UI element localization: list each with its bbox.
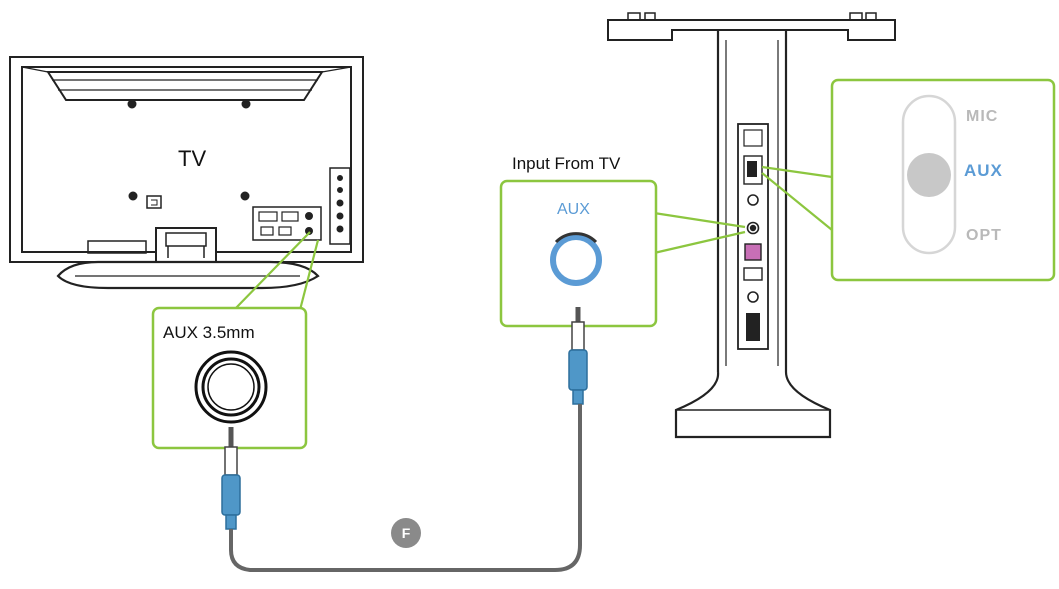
aux-35mm-label: AUX 3.5mm <box>163 323 255 342</box>
aux-port-label: AUX <box>557 201 590 218</box>
aux-35mm-jack-icon <box>194 350 268 424</box>
switch-option-mic: MIC <box>966 108 999 125</box>
switch-option-opt: OPT <box>966 227 1002 244</box>
switch-knob-icon <box>907 153 951 197</box>
input-selector-switch <box>901 94 957 255</box>
aux-cable <box>221 307 588 572</box>
callout-connectors <box>233 165 833 311</box>
switch-option-aux: AUX <box>964 161 1003 180</box>
aux-input-port-icon <box>550 232 602 286</box>
speaker-base-illustration <box>607 12 896 439</box>
input-from-tv-label: Input From TV <box>512 154 621 173</box>
tv-illustration <box>9 56 364 290</box>
step-marker: F <box>391 518 421 548</box>
tv-label: TV <box>178 146 207 171</box>
